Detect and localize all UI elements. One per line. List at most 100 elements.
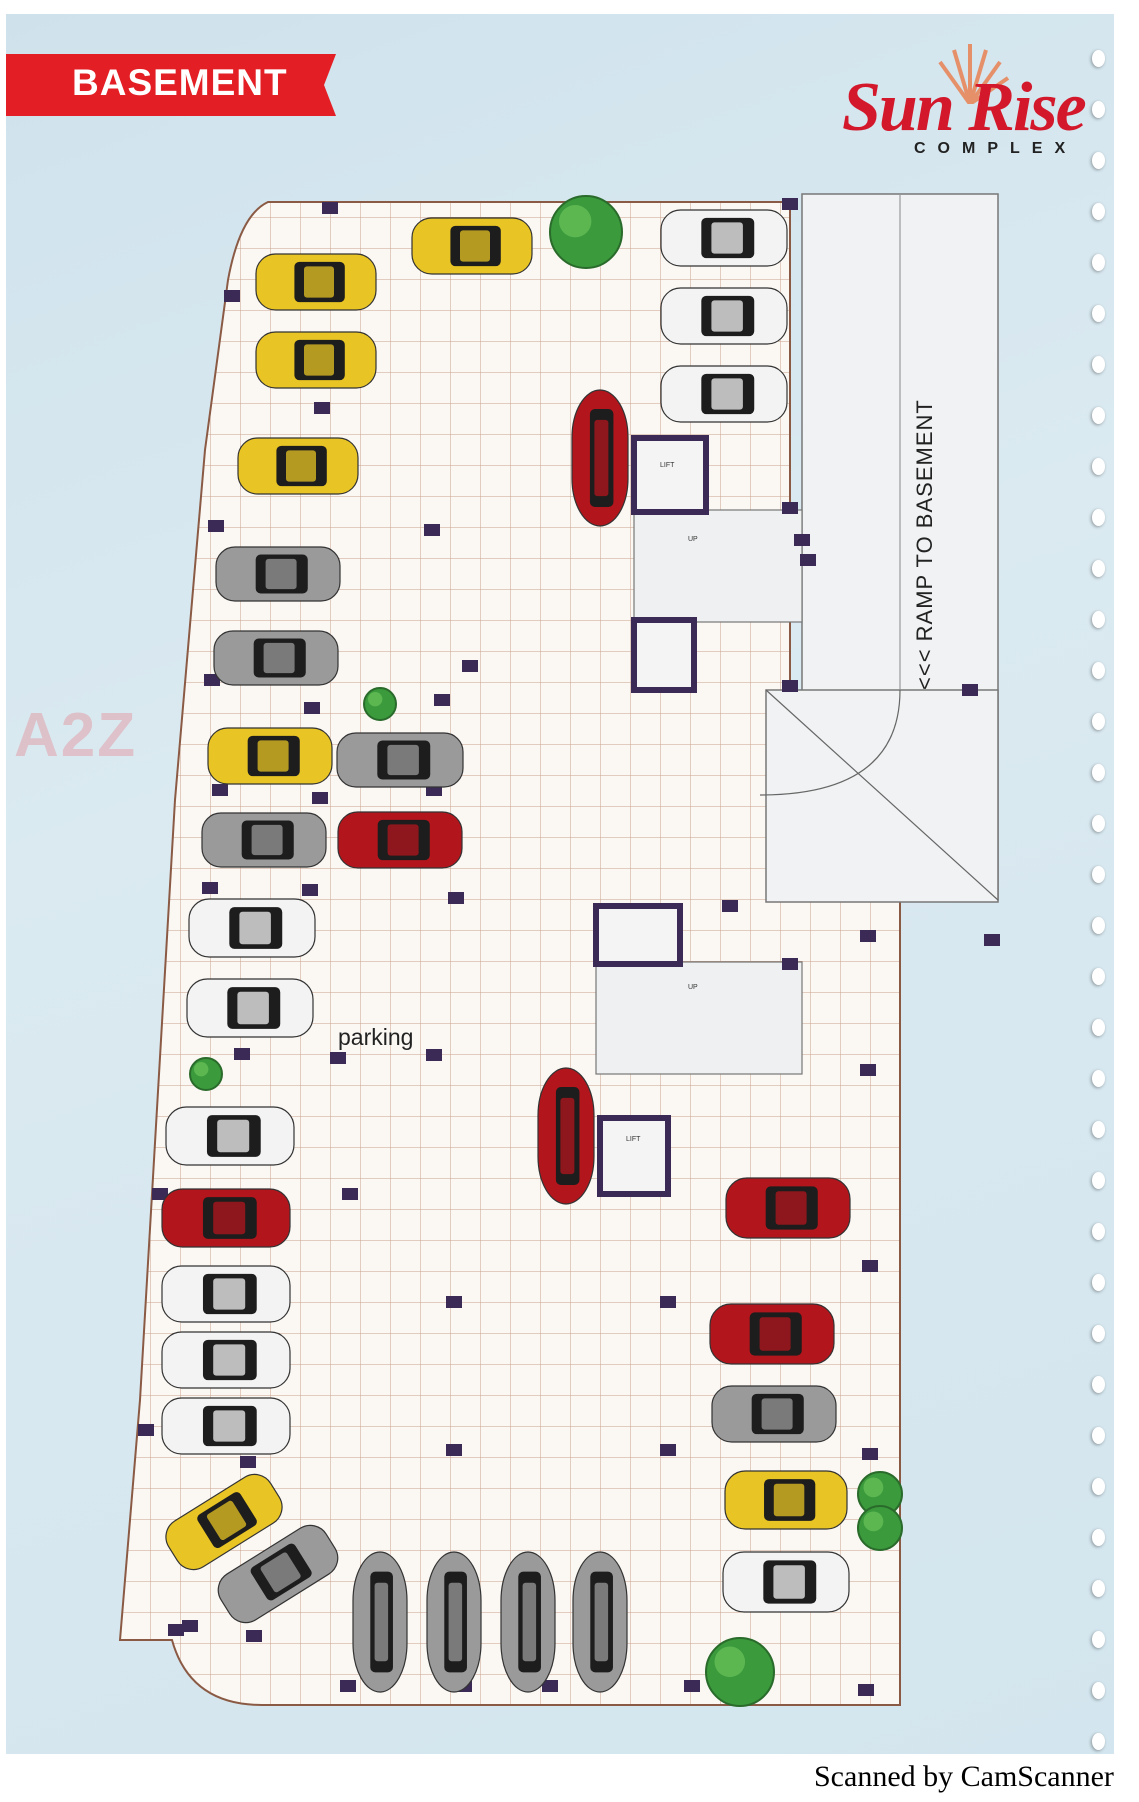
car-icon [537, 1067, 595, 1205]
column [984, 934, 1000, 946]
column [340, 1680, 356, 1692]
car-icon [201, 812, 327, 868]
car-icon [352, 1551, 408, 1693]
binder-hole [1092, 1172, 1105, 1189]
structural-columns [138, 198, 1000, 1696]
column [424, 524, 440, 536]
car-icon [255, 253, 377, 311]
column [862, 1260, 878, 1272]
car-icon [660, 209, 788, 267]
car-icon [572, 1551, 628, 1693]
column [138, 1424, 154, 1436]
car-icon [237, 437, 359, 495]
binder-hole [1092, 1274, 1105, 1291]
binder-hole [1092, 1325, 1105, 1342]
column [858, 1684, 874, 1696]
binder-hole [1092, 1019, 1105, 1036]
column [152, 1188, 168, 1200]
column [182, 1620, 198, 1632]
column [322, 202, 338, 214]
car-icon [165, 1106, 295, 1166]
column [448, 892, 464, 904]
lift-1 [631, 435, 709, 515]
car-icon [215, 546, 341, 602]
column [302, 884, 318, 896]
car-icon [186, 978, 314, 1038]
binder-hole [1092, 917, 1105, 934]
column [330, 1052, 346, 1064]
watermark: A2Z [14, 701, 138, 770]
binder-hole [1092, 356, 1105, 373]
car-icon [722, 1551, 850, 1613]
binder-hole [1092, 1070, 1105, 1087]
landscape-shrubs [189, 195, 903, 1707]
column [722, 900, 738, 912]
column [208, 520, 224, 532]
stair-label-2: UP [688, 984, 698, 991]
lift-label-1: LIFT [660, 462, 675, 469]
column [782, 198, 798, 210]
car-icon [724, 1470, 848, 1530]
binder-hole [1092, 1223, 1105, 1240]
column [314, 402, 330, 414]
column [202, 882, 218, 894]
car-icon [426, 1551, 482, 1693]
column [426, 1049, 442, 1061]
column [446, 1444, 462, 1456]
column [446, 1296, 462, 1308]
column [794, 534, 810, 546]
stair-core-2 [595, 961, 803, 1075]
column [860, 1064, 876, 1076]
binder-hole [1092, 50, 1105, 67]
car-icon [255, 331, 377, 389]
binder-hole [1092, 1427, 1105, 1444]
column [234, 1048, 250, 1060]
binder-hole [1092, 866, 1105, 883]
car-icon [217, 1524, 339, 1624]
logo-subtitle: COMPLEX [914, 140, 1078, 157]
column [660, 1296, 676, 1308]
column [800, 554, 816, 566]
binder-hole [1092, 203, 1105, 220]
binder-hole [1092, 764, 1105, 781]
car-icon [711, 1385, 837, 1443]
car-icon [709, 1303, 835, 1365]
page-title: BASEMENT [72, 62, 288, 103]
car-icon [411, 217, 533, 275]
column [782, 502, 798, 514]
column [962, 684, 978, 696]
car-icon [161, 1265, 291, 1323]
car-icon [213, 630, 339, 686]
binder-hole [1092, 1733, 1105, 1750]
title-ribbon [6, 54, 336, 116]
car-icon [660, 365, 788, 423]
ramp-label: <<< RAMP TO BASEMENT [912, 399, 937, 690]
binder-hole [1092, 152, 1105, 169]
binder-hole [1092, 101, 1105, 118]
binder-hole [1092, 1580, 1105, 1597]
binder-hole [1092, 662, 1105, 679]
car-icon [336, 732, 464, 788]
car-icon [161, 1188, 291, 1248]
binder-hole [1092, 611, 1105, 628]
logo-wordmark: Sun Rise [842, 69, 1087, 146]
stair-label-1: UP [688, 536, 698, 543]
column [246, 1630, 262, 1642]
binder-hole [1092, 1682, 1105, 1699]
binder-hole [1092, 305, 1105, 322]
column [660, 1444, 676, 1456]
car-icon [500, 1551, 556, 1693]
car-icon [337, 811, 463, 869]
scanner-watermark: Scanned by CamScanner [814, 1760, 1114, 1793]
binder-hole [1092, 560, 1105, 577]
column [542, 1680, 558, 1692]
column [224, 290, 240, 302]
column [782, 958, 798, 970]
column [342, 1188, 358, 1200]
binder-hole [1092, 509, 1105, 526]
column [434, 694, 450, 706]
binder-hole [1092, 1376, 1105, 1393]
column [684, 1680, 700, 1692]
column [240, 1456, 256, 1468]
column [462, 660, 478, 672]
